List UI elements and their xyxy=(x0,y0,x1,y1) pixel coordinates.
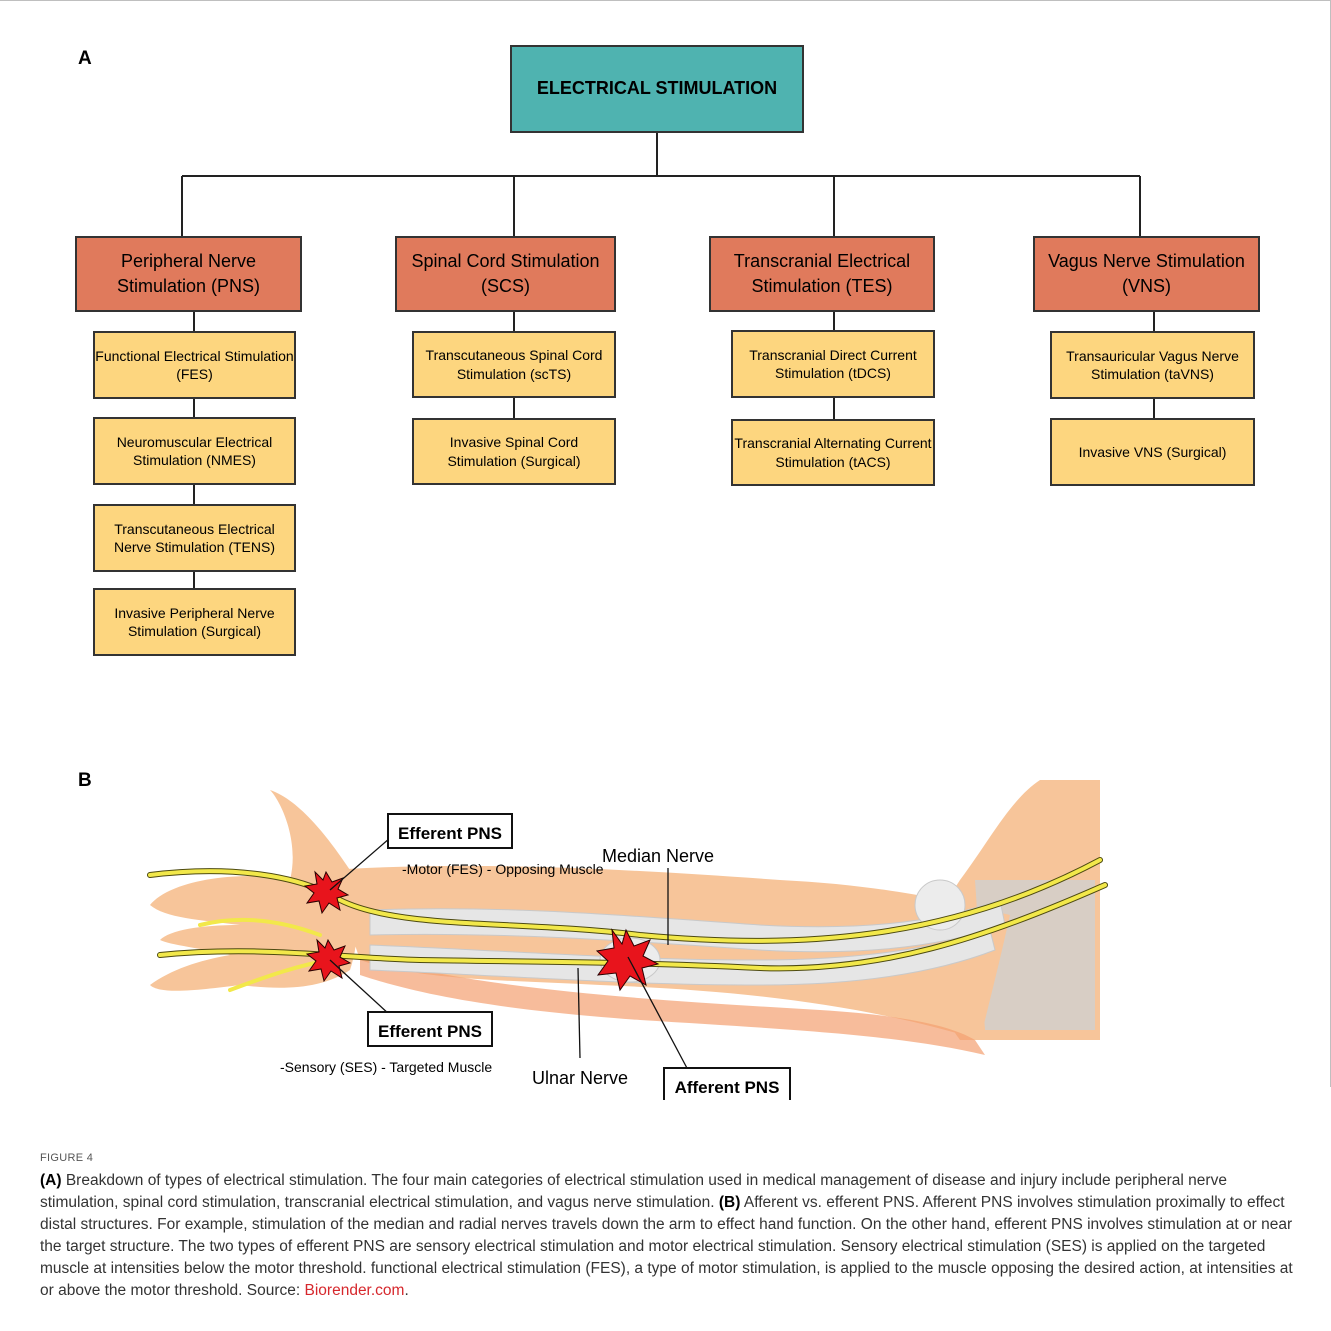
caption-end: . xyxy=(404,1282,409,1299)
afferent-box xyxy=(663,1067,791,1100)
figure-caption: (A) Breakdown of types of electrical sti… xyxy=(40,1170,1300,1302)
efferent-sensory-desc: -Sensory (SES) - Targeted Muscle xyxy=(280,1059,492,1075)
sub-fes: Functional Electrical Stimulation (FES) xyxy=(93,331,296,399)
burst-efferent-motor xyxy=(303,870,350,915)
root-electrical-stimulation: ELECTRICAL STIMULATION xyxy=(510,45,804,133)
efferent-motor-label: Efferent PNS xyxy=(398,824,502,843)
category-pns: Peripheral Nerve Stimulation (PNS) xyxy=(75,236,302,312)
burst-afferent xyxy=(595,928,660,992)
caption-b-tag: (B) xyxy=(718,1194,741,1211)
caption-b-text: Afferent vs. efferent PNS. Afferent PNS … xyxy=(40,1194,1293,1299)
category-vns: Vagus Nerve Stimulation (VNS) xyxy=(1033,236,1260,312)
efferent-sensory-label: Efferent PNS xyxy=(378,1022,482,1041)
panel-b-letter: B xyxy=(78,770,92,791)
sub-scts: Transcutaneous Spinal Cord Stimulation (… xyxy=(412,331,616,398)
sub-nmes: Neuromuscular Electrical Stimulation (NM… xyxy=(93,417,296,485)
efferent-motor-desc: -Motor (FES) - Opposing Muscle xyxy=(402,861,604,877)
sub-tavns: Transauricular Vagus Nerve Stimulation (… xyxy=(1050,331,1255,399)
category-tes: Transcranial Electrical Stimulation (TES… xyxy=(709,236,935,312)
sub-invasive-pns: Invasive Peripheral Nerve Stimulation (S… xyxy=(93,588,296,656)
afferent-label: Afferent PNS xyxy=(675,1078,780,1097)
forearm-shadow xyxy=(360,955,985,1055)
hand-shape xyxy=(150,790,358,991)
stimulation-hierarchy-diagram: ELECTRICAL STIMULATION Peripheral Nerve … xyxy=(75,45,1260,656)
connector-lines xyxy=(181,132,1155,589)
efferent-motor-box xyxy=(387,813,513,849)
arm-illustration: Efferent PNS -Motor (FES) - Opposing Mus… xyxy=(147,780,1108,1100)
sub-tdcs: Transcranial Direct Current Stimulation … xyxy=(731,330,935,398)
sub-invasive-vns: Invasive VNS (Surgical) xyxy=(1050,418,1255,486)
caption-a-tag: (A) xyxy=(40,1172,62,1189)
caption-a-text: Breakdown of types of electrical stimula… xyxy=(40,1172,1227,1211)
figure-number: FIGURE 4 xyxy=(40,1152,94,1164)
efferent-sensory-box xyxy=(367,1011,493,1047)
sub-tacs: Transcranial Alternating Current Stimula… xyxy=(731,419,935,486)
category-scs: Spinal Cord Stimulation (SCS) xyxy=(395,236,616,312)
sub-tens: Transcutaneous Electrical Nerve Stimulat… xyxy=(93,504,296,572)
burst-efferent-sensory xyxy=(305,938,352,983)
arm-illustration-panel: Efferent PNS -Motor (FES) - Opposing Mus… xyxy=(0,760,1331,1100)
median-nerve-label: Median Nerve xyxy=(602,846,714,866)
panel-a-letter: A xyxy=(78,48,92,69)
ulnar-nerve-label: Ulnar Nerve xyxy=(532,1068,628,1088)
source-link[interactable]: Biorender.com xyxy=(304,1282,405,1299)
sub-invasive-scs: Invasive Spinal Cord Stimulation (Surgic… xyxy=(412,418,616,485)
